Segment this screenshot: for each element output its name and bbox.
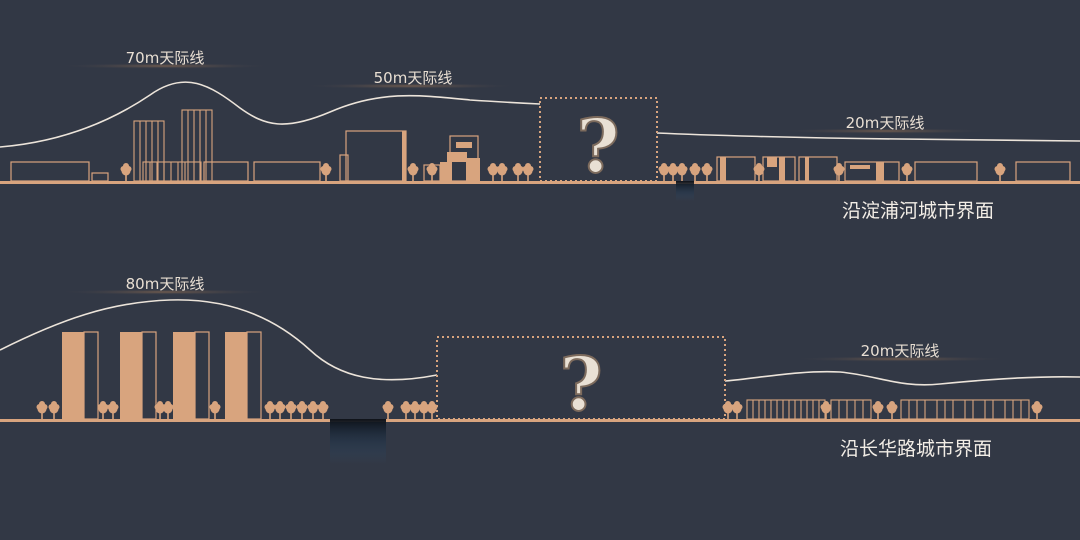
trees-upper [120,163,1006,181]
upper-section: 70m天际线 50m天际线 20m天际线 [0,49,1080,222]
label-shadow [790,356,1010,362]
question-mark-lower: ? [559,342,602,428]
building-group-west [10,130,407,182]
skyline-label-50m: 50m天际线 [374,69,453,87]
lower-section: 80m天际线 20m天际线 [0,275,1080,464]
skyline-curve-upper [0,81,1080,148]
underpass-lower [330,419,386,464]
river-upper [676,181,694,201]
ground-line-lower [0,419,1080,422]
question-mark-upper: ? [576,104,619,190]
section-title-upper: 沿淀浦河城市界面 [842,200,994,222]
ground-line-upper [0,181,1080,184]
building-group-east-fill [720,157,884,181]
skyline-label-20m-lower: 20m天际线 [861,342,940,360]
label-shadow [775,128,995,134]
label-shadow [300,83,520,89]
label-shadow [55,289,275,295]
skyline-label-80m: 80m天际线 [126,275,205,293]
tower-group-70m [133,109,213,182]
skyline-label-70m: 70m天际线 [126,49,205,67]
skyline-label-20m: 20m天际线 [846,114,925,132]
section-title-lower: 沿长华路城市界面 [840,438,992,460]
skyline-curve-lower [0,299,1080,386]
label-shadow [55,63,275,69]
